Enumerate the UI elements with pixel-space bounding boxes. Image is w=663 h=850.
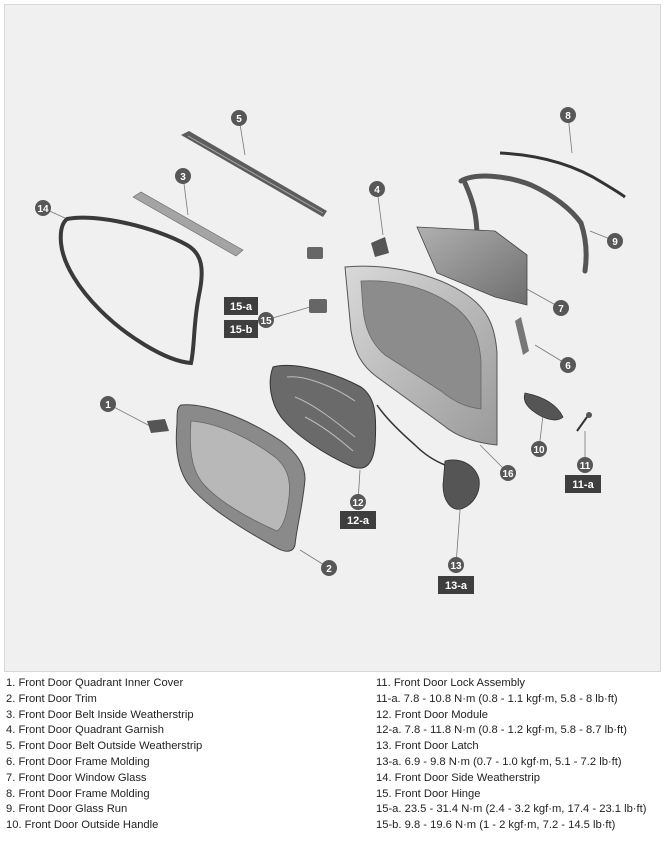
legend-item: 15-a. 23.5 - 31.4 N·m (2.4 - 3.2 kgf·m, … xyxy=(376,803,647,816)
legend-item: 14. Front Door Side Weatherstrip xyxy=(376,771,540,784)
svg-text:3: 3 xyxy=(180,172,186,183)
callout-4: 4 xyxy=(369,181,385,197)
callout-14: 14 xyxy=(35,200,51,216)
legend-item: 12-a. 7.8 - 11.8 N·m (0.8 - 1.2 kgf·m, 5… xyxy=(376,724,627,737)
legend-item: 15. Front Door Hinge xyxy=(376,787,481,800)
legend-item: 13. Front Door Latch xyxy=(376,740,479,753)
svg-text:9: 9 xyxy=(612,237,618,248)
frame-molding-upper xyxy=(499,151,626,199)
door-parts-diagram: 1 2 3 4 5 6 7 8 9 10 11 12 13 14 15 16 1… xyxy=(35,107,626,594)
callout-12: 12 xyxy=(350,494,366,510)
svg-text:1: 1 xyxy=(105,400,111,411)
svg-text:15-a: 15-a xyxy=(230,301,253,313)
legend-item: 9. Front Door Glass Run xyxy=(6,803,128,816)
svg-text:11-a: 11-a xyxy=(572,479,594,491)
svg-text:5: 5 xyxy=(236,114,242,125)
window-glass xyxy=(416,226,528,306)
legend-item: 1. Front Door Quadrant Inner Cover xyxy=(6,677,184,689)
spec-tag-15a: 15-a xyxy=(224,297,258,315)
callout-2: 2 xyxy=(321,560,337,576)
callout-10: 10 xyxy=(531,441,547,457)
legend-item: 8. Front Door Frame Molding xyxy=(6,787,150,800)
svg-text:15-b: 15-b xyxy=(230,324,253,336)
callouts: 1 2 3 4 5 6 7 8 9 10 11 12 13 14 15 16 xyxy=(35,107,623,576)
spec-tag-15b: 15-b xyxy=(224,320,258,338)
legend-item: 13-a. 6.9 - 9.8 N·m (0.7 - 1.0 kgf·m, 5.… xyxy=(376,755,622,768)
legend-item: 15-b. 9.8 - 19.6 N·m (1 - 2 kgf·m, 7.2 -… xyxy=(376,819,616,832)
belt-outside-weatherstrip xyxy=(181,131,327,217)
callout-11: 11 xyxy=(577,457,593,473)
side-weatherstrip xyxy=(58,215,204,366)
callout-8: 8 xyxy=(560,107,576,123)
callout-1: 1 xyxy=(100,396,116,412)
door-trim xyxy=(175,404,306,552)
legend-item: 10. Front Door Outside Handle xyxy=(6,819,159,832)
legend-item: 3. Front Door Belt Inside Weatherstrip xyxy=(6,708,194,721)
legend-item: 11-a. 7.8 - 10.8 N·m (0.8 - 1.1 kgf·m, 5… xyxy=(376,692,618,705)
spec-tag-11a: 11-a xyxy=(565,475,601,493)
svg-text:11: 11 xyxy=(580,461,591,472)
legend-item: 5. Front Door Belt Outside Weatherstrip xyxy=(6,740,203,753)
spec-tag-13a: 13-a xyxy=(438,576,474,594)
frame-molding-small xyxy=(515,317,529,355)
door-latch xyxy=(376,404,480,510)
legend-column-left: 1. Front Door Quadrant Inner Cover 2. Fr… xyxy=(6,676,356,834)
door-module xyxy=(269,364,377,469)
legend-item: 2. Front Door Trim xyxy=(6,692,97,705)
callout-16: 16 xyxy=(500,465,516,481)
exploded-view-figure: 1 2 3 4 5 6 7 8 9 10 11 12 13 14 15 16 1… xyxy=(4,4,661,672)
lock-assembly xyxy=(576,412,592,432)
legend-item: 6. Front Door Frame Molding xyxy=(6,755,150,768)
legend-column-right: 11. Front Door Lock Assembly 11-a. 7.8 -… xyxy=(376,676,661,834)
outside-handle xyxy=(523,392,564,421)
quadrant-inner-cover xyxy=(147,419,169,433)
callout-13: 13 xyxy=(448,557,464,573)
svg-text:6: 6 xyxy=(565,361,571,372)
callout-6: 6 xyxy=(560,357,576,373)
spec-tag-12a: 12-a xyxy=(340,511,376,529)
belt-inside-weatherstrip xyxy=(132,191,244,257)
legend-item: 4. Front Door Quadrant Garnish xyxy=(6,724,164,737)
svg-text:2: 2 xyxy=(326,564,332,575)
legend-item: 11. Front Door Lock Assembly xyxy=(376,677,526,689)
svg-text:8: 8 xyxy=(565,111,571,122)
svg-text:12: 12 xyxy=(352,498,364,509)
svg-text:15: 15 xyxy=(260,316,272,327)
svg-text:14: 14 xyxy=(37,204,49,215)
callout-15: 15 xyxy=(258,312,274,328)
svg-text:7: 7 xyxy=(558,304,564,315)
callout-9: 9 xyxy=(607,233,623,249)
parts-legend: 1. Front Door Quadrant Inner Cover 2. Fr… xyxy=(0,676,663,850)
svg-text:13-a: 13-a xyxy=(445,580,468,592)
callout-7: 7 xyxy=(553,300,569,316)
callout-3: 3 xyxy=(175,168,191,184)
callout-5: 5 xyxy=(231,110,247,126)
svg-text:10: 10 xyxy=(533,445,545,456)
svg-text:13: 13 xyxy=(450,561,462,572)
door-hinges xyxy=(307,247,327,313)
legend-item: 12. Front Door Module xyxy=(376,708,488,721)
door-frame-panel xyxy=(344,265,498,446)
legend-item: 7. Front Door Window Glass xyxy=(6,771,147,784)
svg-text:4: 4 xyxy=(374,185,380,196)
svg-text:12-a: 12-a xyxy=(347,515,370,527)
svg-text:16: 16 xyxy=(502,469,514,480)
quadrant-garnish xyxy=(371,237,389,257)
